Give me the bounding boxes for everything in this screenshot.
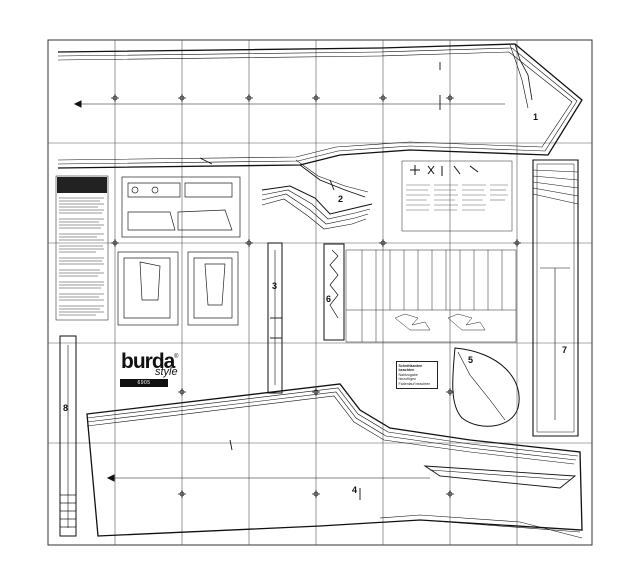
pattern-piece-top [57, 43, 583, 198]
pattern-piece-bottom [86, 383, 583, 539]
symbol-legend [401, 160, 513, 232]
piece-number-7: 7 [562, 345, 568, 355]
piece-number-4: 4 [352, 485, 358, 495]
misc-notches [199, 62, 441, 500]
instruction-column [55, 175, 109, 321]
pattern-piece-strip [59, 242, 345, 537]
piece-number-5: 5 [468, 355, 474, 365]
info-line-1: Schnittkanten beachten [398, 363, 423, 373]
info-line-2: Nahtzugabe hinzufügen [398, 372, 418, 382]
piece-number-6: 6 [326, 294, 332, 304]
logo-sub: style [155, 366, 178, 378]
grid-lines [48, 40, 592, 545]
sewing-diagrams [117, 176, 241, 326]
info-line-3: Fadenlauf beachten [398, 381, 431, 386]
logo-registered: ® [174, 354, 179, 360]
registration-marks [111, 94, 521, 498]
piece-number-3: 3 [272, 281, 278, 291]
sheet-frame [47, 39, 593, 546]
piece-number-2: 2 [338, 194, 344, 204]
info-box: Schnittkanten beachten Nahtzugabe hinzuf… [396, 361, 438, 389]
pattern-piece-right [532, 159, 579, 437]
pattern-code-badge: 6905 [120, 379, 168, 387]
burda-logo: burda style ® [121, 350, 181, 382]
size-table [345, 249, 517, 343]
pattern-piece-5 [452, 347, 520, 427]
piece-number-1: 1 [533, 112, 539, 122]
piece-number-8: 8 [63, 403, 69, 413]
logo-main: burda [121, 350, 175, 373]
pattern-piece-curve [261, 185, 373, 230]
